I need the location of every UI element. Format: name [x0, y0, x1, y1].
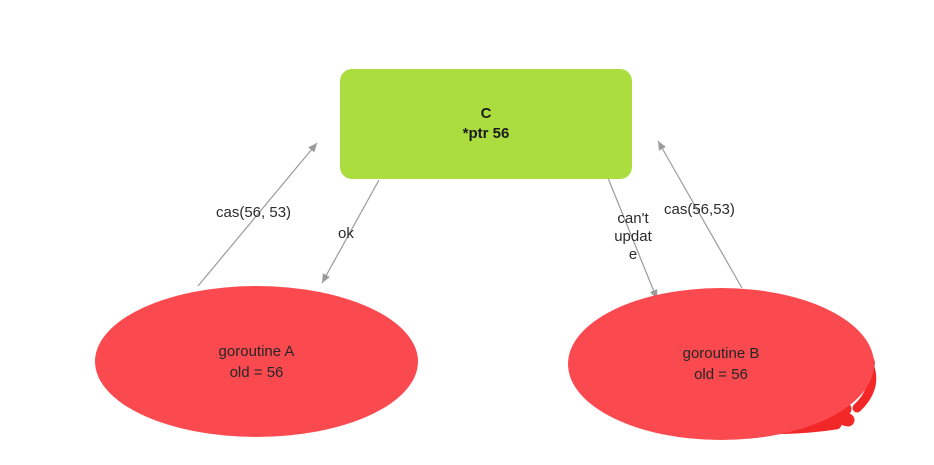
node-goroutine-b: goroutine B old = 56 — [568, 288, 874, 440]
edge-label-cant-update-line3: e — [628, 246, 638, 263]
node-c-label: C — [480, 105, 492, 122]
edge-label-cas-right: cas(56,53) — [664, 201, 735, 218]
edge-label-ok: ok — [338, 225, 354, 242]
node-c-value: *ptr 56 — [462, 125, 510, 142]
goroutine-a-name: goroutine A — [218, 342, 295, 360]
edge-label-cant-update: can't updat e — [606, 210, 660, 264]
edge-label-cas-left: cas(56, 53) — [216, 204, 292, 221]
goroutine-b-state: old = 56 — [694, 366, 748, 383]
edge-label-cant-update-line2: updat — [614, 228, 652, 245]
edge-label-cant-update-line1: can't — [617, 210, 649, 227]
node-goroutine-a: goroutine A old = 56 — [95, 286, 418, 437]
goroutine-b-name: goroutine B — [682, 345, 760, 362]
node-c: C *ptr 56 — [340, 69, 632, 179]
goroutine-a-state: old = 56 — [229, 363, 284, 381]
